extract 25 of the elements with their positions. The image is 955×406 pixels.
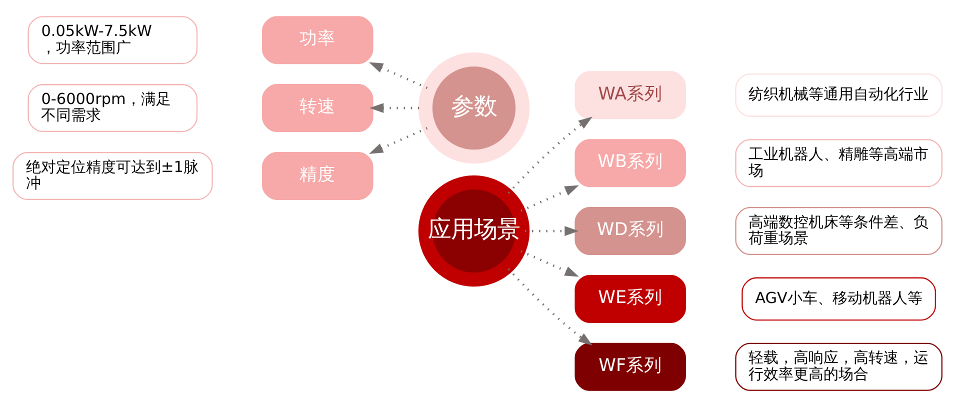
- node-box: 精度: [262, 151, 374, 200]
- node-box: WF系列: [574, 342, 686, 390]
- node-box: 高端数控机床等条件差、负荷重场景: [735, 206, 942, 255]
- node-box: 转速: [262, 84, 374, 132]
- node-box: 工业机器人、精雕等高端市场: [735, 138, 942, 187]
- node-box: WE系列: [574, 274, 686, 322]
- node-box: WA系列: [574, 70, 686, 119]
- arrow: [520, 250, 579, 276]
- node-box: 轻载，高响应，高转速，运行效率更高的场合: [735, 342, 942, 390]
- node-box: 纺织机械等通用自动化行业: [735, 73, 942, 116]
- node-circle: 参数: [418, 52, 530, 164]
- arrow: [508, 116, 592, 194]
- node-box: WD系列: [574, 206, 686, 255]
- node-box: WB系列: [574, 138, 686, 187]
- node-box: 功率: [262, 16, 374, 64]
- node-circle: 应用场景: [418, 174, 530, 286]
- arrow: [525, 226, 579, 236]
- node-box: AGV小车、移动机器人等: [742, 276, 936, 320]
- node-box: 0.05kW-7.5kW，功率范围广: [28, 16, 198, 64]
- node-box: 0-6000rpm，满足不同需求: [28, 84, 198, 132]
- arrow: [368, 62, 428, 88]
- arrow: [508, 268, 592, 345]
- node-box: 绝对定位精度可达到±1脉冲: [12, 151, 213, 200]
- arrow: [368, 126, 428, 154]
- arrow: [520, 184, 579, 212]
